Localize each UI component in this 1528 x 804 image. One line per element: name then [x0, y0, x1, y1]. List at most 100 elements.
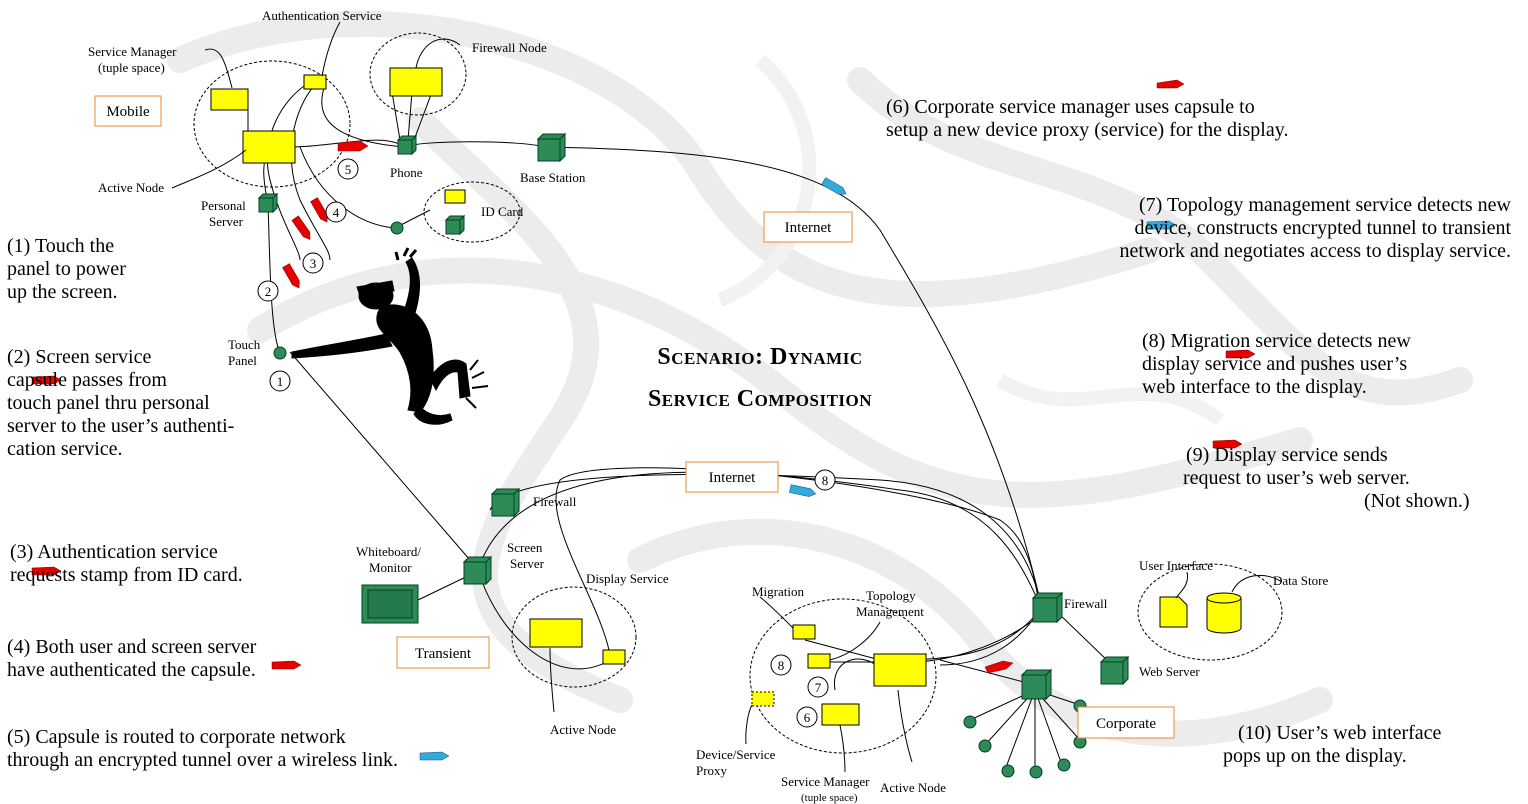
step-number-markers: 1 2 3 4 5 6 7 8 8: [257, 158, 836, 728]
firewall-node-box: [389, 67, 443, 97]
firewall-right-label: Firewall: [1064, 596, 1108, 611]
step-marker-2: 2: [265, 284, 272, 299]
monitor-label: Monitor: [369, 560, 412, 575]
web-server-label: Web Server: [1139, 664, 1200, 679]
step-8-text: (8) Migration service detects new displa…: [1142, 330, 1411, 398]
step-4-text: (4) Both user and screen server have aut…: [7, 636, 257, 681]
personal-server-cube-icon: [257, 192, 279, 214]
topology-label: Topology: [866, 588, 916, 603]
phone-label: Phone: [390, 165, 423, 180]
user-interface-label: User Interface: [1139, 558, 1213, 573]
red-capsule-icon: [1212, 439, 1243, 449]
diagram-labels: Authentication Service Firewall Node Ser…: [88, 8, 1328, 804]
management-label: Management: [856, 604, 924, 619]
screen-server-sublabel: Server: [510, 556, 545, 571]
phone-cube-icon: [396, 134, 418, 156]
id-card-dot-icon: [390, 221, 404, 235]
base-station-label: Base Station: [520, 170, 586, 185]
blue-tunnel-capsule-icon: [789, 484, 817, 497]
corporate-hub-cube-icon: [1020, 668, 1053, 701]
authentication-service-label: Authentication Service: [262, 8, 382, 23]
whiteboard-monitor-icon: [361, 584, 419, 624]
blue-tunnel-capsule-icon: [419, 751, 450, 761]
migration-label: Migration: [752, 584, 804, 599]
step-10-text: (10) User’s web interface pops up on the…: [1223, 722, 1442, 767]
active-node-box: [242, 130, 296, 164]
step-marker-8: 8: [822, 473, 829, 488]
service-manager-top-label: Service Manager: [88, 44, 177, 59]
diagram-title: Scenario: Dynamic Service Composition: [560, 336, 960, 420]
red-capsule-icon: [337, 140, 369, 152]
display-service-box: [602, 649, 626, 665]
step-marker-8: 8: [778, 658, 785, 673]
corporate-firewall-cube-icon: [1031, 591, 1064, 624]
red-capsule-icon: [31, 375, 62, 385]
service-manager-bot-label: Service Manager: [781, 774, 870, 789]
mid-firewall-cube-icon: [490, 487, 521, 518]
id-card-box: [444, 189, 466, 204]
device-proxy-box: [751, 691, 775, 707]
green-nodes: [257, 132, 1130, 779]
service-manager-bot-sublabel: (tuple space): [801, 792, 858, 804]
corporate-host-dots: [963, 699, 1087, 779]
id-card-label: ID Card: [481, 204, 524, 219]
firewall-node-label: Firewall Node: [472, 40, 547, 55]
base-station-cube-icon: [536, 132, 567, 163]
yellow-nodes: [210, 67, 1242, 726]
topology-box: [807, 653, 831, 669]
mobile-region-label: Mobile: [106, 104, 150, 120]
connection-lines: [247, 81, 1113, 771]
data-store-label: Data Store: [1273, 573, 1328, 588]
corporate-region-label: Corporate: [1096, 716, 1156, 732]
red-capsule-icon: [31, 566, 62, 576]
personal-server-sublabel: Server: [209, 214, 244, 229]
red-capsule-icon: [282, 263, 300, 289]
network-ellipses: [193, 32, 1283, 754]
touch-panel-label: Touch: [228, 337, 261, 352]
service-manager-top-sublabel: (tuple space): [98, 60, 165, 75]
active-node-mid-label: Active Node: [550, 722, 616, 737]
step-5-text: (5) Capsule is routed to corporate netwo…: [7, 726, 398, 771]
step-2-text: (2) Screen service capsule passes from t…: [7, 346, 235, 460]
title-line-1: Scenario: Dynamic: [657, 344, 863, 370]
transient-active-node-box: [529, 618, 583, 648]
firewall-mid-label: Firewall: [533, 494, 577, 509]
region-labels: Mobile Internet Internet Transient Corpo…: [94, 95, 1175, 739]
internet-top-region-label: Internet: [785, 220, 832, 236]
red-capsule-icon: [1156, 79, 1185, 89]
step-marker-3: 3: [310, 256, 317, 271]
device-proxy-label: Device/Service: [696, 747, 776, 762]
blue-tunnel-capsule-icon: [821, 177, 847, 195]
personal-server-label: Personal: [201, 198, 246, 213]
step-marker-5: 5: [345, 162, 352, 177]
web-server-cube-icon: [1099, 655, 1130, 686]
authentication-service-box: [303, 74, 327, 90]
device-proxy-sublabel: Proxy: [696, 763, 728, 778]
step-7-text: (7) Topology management service detects …: [1119, 194, 1511, 262]
display-service-label: Display Service: [586, 571, 669, 586]
step-marker-4: 4: [333, 205, 340, 220]
active-node-top-label: Active Node: [98, 180, 164, 195]
step-6-text: (6) Corporate service manager uses capsu…: [886, 96, 1289, 141]
screen-server-cube-icon: [462, 555, 493, 586]
callout-leaders: [171, 21, 1283, 773]
capsules: [31, 79, 1256, 761]
red-capsule-icon: [1225, 349, 1256, 359]
active-node-bot-label: Active Node: [880, 780, 946, 795]
data-store-cylinder-icon: [1206, 592, 1242, 634]
migration-box: [792, 624, 816, 640]
transient-region-label: Transient: [415, 646, 472, 662]
whiteboard-label: Whiteboard/: [356, 544, 421, 559]
blue-tunnel-capsule-icon: [1146, 220, 1177, 230]
step-9-text: (9) Display service sends request to use…: [1183, 444, 1470, 512]
id-card-cube-icon: [444, 214, 466, 236]
user-figure-icon: [291, 247, 489, 425]
red-capsule-icon: [291, 215, 311, 240]
internet-mid-region-label: Internet: [709, 470, 756, 486]
step-3-text: (3) Authentication service requests stam…: [10, 541, 243, 586]
touch-panel-sublabel: Panel: [228, 353, 257, 368]
touch-panel-dot-icon: [273, 346, 287, 360]
corporate-service-manager-box: [821, 703, 860, 726]
